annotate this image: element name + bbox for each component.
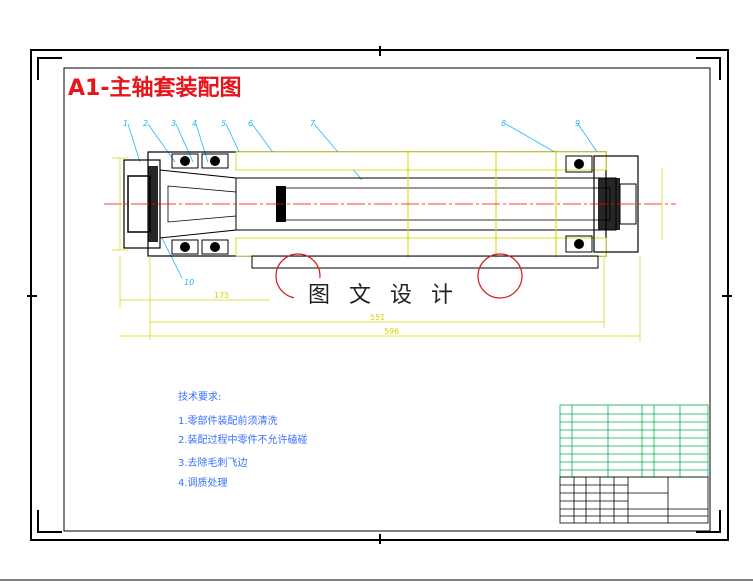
part-label-9: 9 (575, 119, 580, 128)
tech-req-item-2: 2.装配过程中零件不允许磕碰 (178, 433, 308, 446)
part-label-7: 7 (310, 119, 316, 128)
parts-list-table (559, 404, 709, 478)
dimension-551: 551 (370, 313, 385, 322)
dimension-labels: 175 551 596 (214, 291, 399, 336)
spindle-assembly (123, 150, 639, 299)
dimension-lines (112, 157, 663, 342)
part-label-8: 8 (501, 119, 506, 128)
tech-req-item-3: 3.去除毛刺飞边 (178, 456, 248, 469)
part-label-5: 5 (221, 119, 226, 128)
part-label-2: 2 (143, 119, 148, 128)
drawing-title: A1-主轴套装配图 (68, 75, 241, 101)
title-block (559, 476, 709, 524)
dimension-596: 596 (384, 327, 399, 336)
part-label-4: 4 (192, 119, 197, 128)
dimension-175: 175 (214, 291, 229, 300)
sheet-frame (27, 46, 732, 544)
inner-border (63, 67, 711, 532)
technical-requirements: 技术要求: 1.零部件装配前须清洗 2.装配过程中零件不允许磕碰 3.去除毛刺飞… (178, 390, 308, 489)
part-number-labels: 1 2 3 4 5 6 7 8 9 10 (123, 119, 580, 287)
tech-req-item-1: 1.零部件装配前须清洗 (178, 414, 278, 427)
tech-req-heading: 技术要求: (178, 390, 221, 403)
tech-req-item-4: 4.调质处理 (178, 477, 228, 489)
part-label-6: 6 (248, 119, 253, 128)
part-label-3: 3 (171, 119, 176, 128)
part-label-10: 10 (184, 278, 194, 287)
watermark-box (294, 278, 454, 310)
watermark-text: 图 文 设 计 (308, 283, 459, 308)
part-label-1: 1 (123, 119, 128, 128)
